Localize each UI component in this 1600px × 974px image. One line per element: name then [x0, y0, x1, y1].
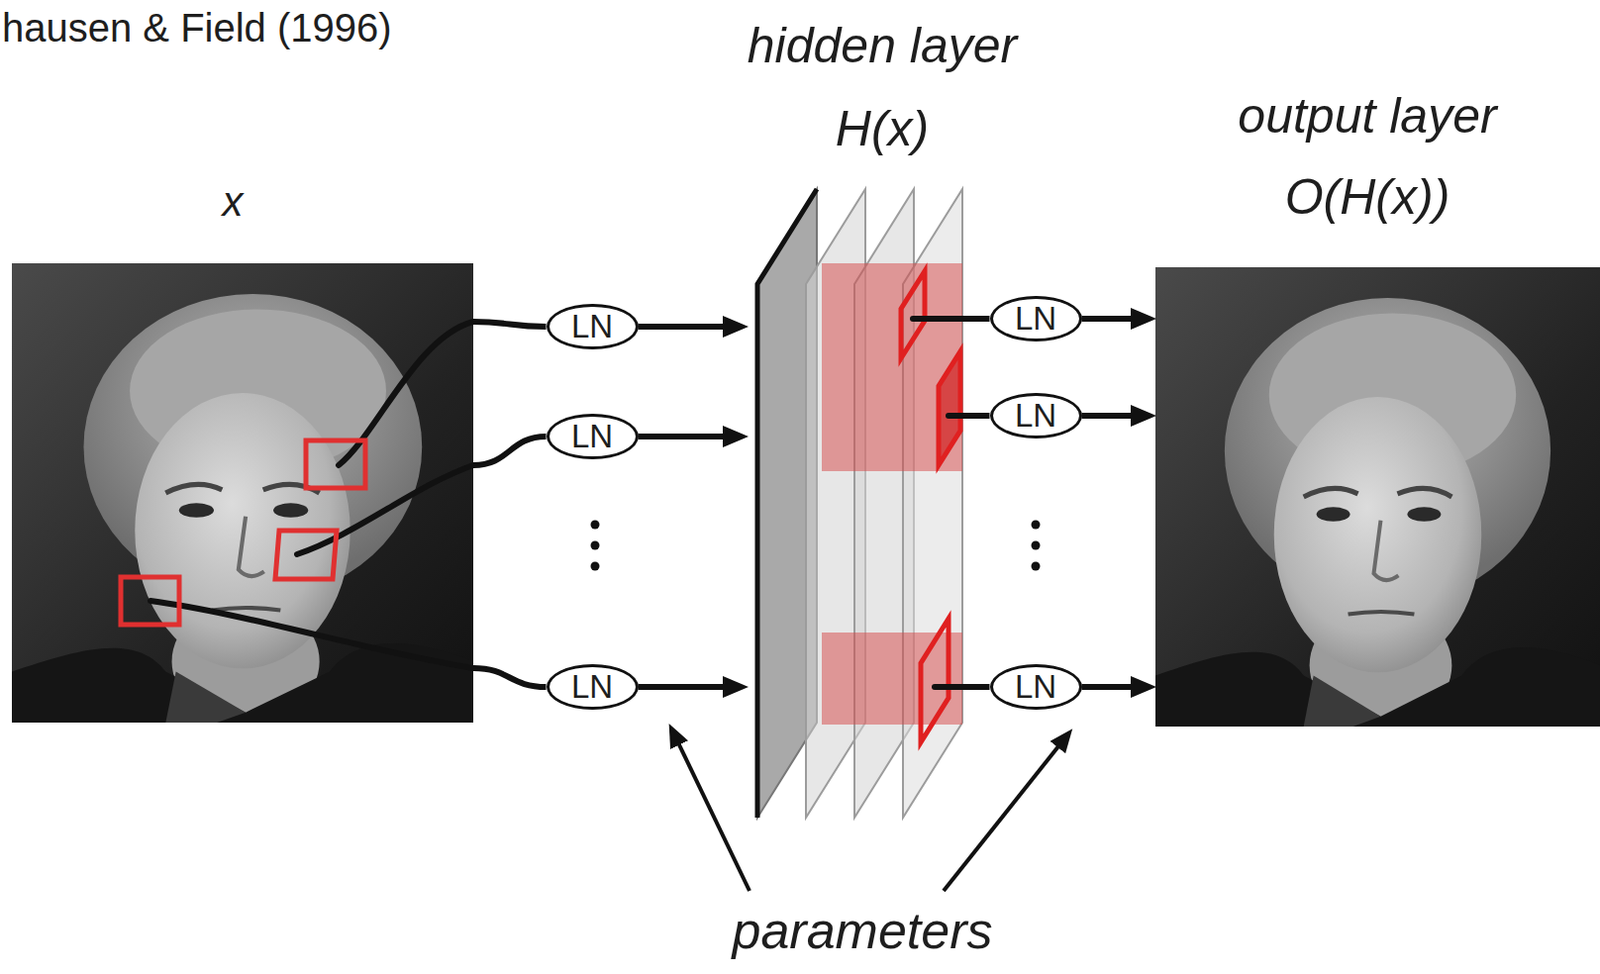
layer-heading: H(x): [835, 101, 929, 157]
hidden-layer: hidden layerH(x): [747, 188, 966, 818]
leader-line: [150, 600, 474, 669]
dot: [591, 520, 600, 530]
pointer-arrow: [943, 736, 1067, 892]
connector: [1082, 684, 1147, 691]
unit-label: LN: [1014, 398, 1057, 434]
unit-label: LN: [1014, 300, 1057, 337]
unit-box: [920, 618, 949, 743]
connector: [638, 433, 739, 440]
ln-unit: LN: [990, 296, 1083, 342]
patch-box: [305, 440, 366, 489]
connector: [473, 668, 547, 688]
leader-line: [934, 684, 966, 691]
unit-box: [900, 271, 925, 359]
dot: [591, 541, 600, 551]
output-photo: [1155, 267, 1600, 727]
ellipsis-dots: [591, 520, 1041, 572]
unit-label: LN: [1014, 669, 1057, 705]
unit-box: [938, 351, 961, 466]
patch-leaders: [150, 321, 474, 669]
leader-line: [338, 321, 474, 466]
ln-unit: LN: [546, 664, 639, 710]
parameters-label: parameters: [732, 902, 994, 960]
layer-heading: O(H(x)): [1285, 170, 1451, 225]
ln-unit: LN: [546, 413, 639, 460]
plane-edge: [757, 189, 817, 818]
activation-band: [821, 263, 963, 472]
connector: [1082, 315, 1147, 322]
connector: [965, 315, 991, 322]
image-patches: [120, 440, 366, 625]
patch-box: [120, 577, 180, 625]
layer-heading: output layer: [1237, 89, 1497, 144]
layer-heading: hidden layer: [747, 18, 1017, 74]
connector: [965, 684, 991, 691]
dot: [1031, 562, 1041, 572]
connector: [473, 436, 547, 466]
output-image: output layerO(H(x)): [1155, 267, 1600, 727]
citation: hausen & Field (1996): [1, 5, 393, 50]
unit-label: LN: [571, 308, 613, 345]
leader-line: [948, 412, 966, 419]
leader-line: [912, 315, 966, 322]
connector: [965, 412, 991, 419]
layer-heading: x: [222, 179, 244, 225]
unit-label: LN: [571, 669, 613, 705]
patch-box: [275, 530, 337, 580]
dot: [1031, 541, 1041, 551]
input-image: x: [11, 263, 474, 723]
ln-unit: LN: [990, 393, 1083, 439]
ln-unit: LN: [990, 664, 1083, 710]
unit-leaders: [912, 318, 966, 688]
dot: [591, 562, 600, 572]
input-photo: [11, 263, 474, 723]
connector: [638, 323, 739, 330]
unit-label: LN: [571, 418, 613, 455]
connector: [1082, 412, 1147, 419]
ln-unit: LN: [546, 303, 639, 350]
parameter-pointers: [673, 732, 1067, 892]
connector: [473, 321, 547, 327]
leader-line: [297, 465, 474, 555]
dot: [1031, 520, 1041, 530]
connector: [638, 684, 739, 691]
hidden-planes: [757, 189, 963, 818]
pointer-arrow: [673, 732, 750, 892]
